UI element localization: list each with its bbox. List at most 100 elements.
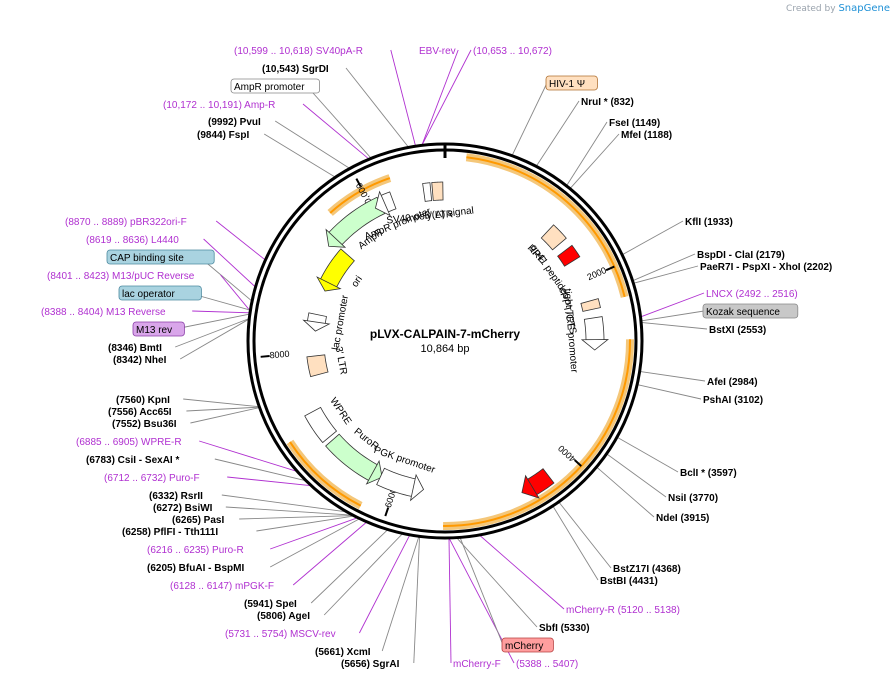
feature-gp41-peptide[interactable] [557,244,581,267]
leader-line [358,534,411,634]
map-label[interactable]: (6265) PasI [172,515,224,526]
feature-ori[interactable] [316,248,355,292]
map-label[interactable]: BstXI (2553) [709,325,766,336]
map-label[interactable]: (6712 .. 6732) Puro-F [104,473,200,484]
leader-line [175,313,250,330]
leader-line [459,537,504,646]
map-label[interactable]: (7560) KpnI [116,395,170,406]
map-label[interactable]: HIV-1 Ψ [549,79,585,90]
map-label[interactable]: NruI * (832) [581,97,634,108]
map-label[interactable]: MfeI (1188) [621,130,672,141]
map-label[interactable]: NsiI (3770) [668,493,718,504]
map-label[interactable]: NdeI (3915) [656,513,709,524]
map-label[interactable]: (5806) AgeI [257,611,310,622]
feature-lac-promoter[interactable] [302,312,331,332]
map-label[interactable]: (6272) BsiWI [153,503,213,514]
map-label[interactable]: (9844) FspI [197,130,249,141]
map-label[interactable]: PaeR7I - PspXI - XhoI (2202) [700,262,832,273]
map-label[interactable]: AfeI (2984) [707,377,758,388]
map-label[interactable]: mCherry [505,641,543,652]
feature-label: WPRE [327,396,353,427]
backbone-outer [246,142,644,540]
map-label[interactable]: (10,653 .. 10,672) [473,46,552,57]
map-label[interactable]: BstBI (4431) [600,576,658,587]
feature-pgk-promoter[interactable] [376,467,425,502]
map-label[interactable]: (6332) RsrII [149,491,203,502]
map-label[interactable]: (8401 .. 8423) M13/pUC Reverse [47,271,195,282]
leader-line [215,220,266,261]
leader-line [183,398,260,408]
leader-line [239,515,354,520]
map-label[interactable]: (10,543) SgrDI [262,64,329,75]
map-label[interactable]: SbfI (5330) [539,623,590,634]
map-label[interactable]: mCherry-F [453,659,501,670]
feature-halo-line [443,339,631,527]
map-label[interactable]: (10,172 .. 10,191) Amp-R [163,100,275,111]
map-label[interactable]: AmpR promoter [234,82,305,93]
leader-line [456,537,538,628]
feature-tight-tre-promoter[interactable] [580,316,610,351]
map-label[interactable]: (7552) Bsu36I [112,419,177,430]
map-label[interactable]: LNCX (2492 .. 2516) [706,289,798,300]
map-label[interactable]: (5731 .. 5754) MSCV-rev [225,629,336,640]
feature-cppt-cts[interactable] [580,298,601,312]
feature-ampr[interactable] [325,196,386,248]
leader-line [511,82,548,156]
tick-label: 8000 [269,349,290,361]
map-label[interactable]: EBV-rev [419,46,456,57]
map-label[interactable]: Kozak sequence [706,307,780,318]
map-label[interactable]: (5661) XcmI [315,647,371,658]
feature-3-ltr-top-[interactable] [431,181,444,201]
map-label[interactable]: (10,599 .. 10,618) SV40pA-R [234,46,363,57]
map-label[interactable]: BstZ17I (4368) [613,564,681,575]
map-label[interactable]: (5656) SgrAI [341,659,400,670]
map-label[interactable]: (6216 .. 6235) Puro-R [147,545,244,556]
feature-kozak-mcherry-arrow[interactable] [521,468,555,499]
map-label[interactable]: (8619 .. 8636) L4440 [86,235,179,246]
map-label[interactable]: (8346) BmtI [108,343,162,354]
map-label[interactable]: KflI (1933) [685,217,733,228]
map-label[interactable]: FseI (1149) [609,118,660,129]
map-label[interactable]: PshAI (3102) [703,395,763,406]
map-label[interactable]: (6258) PflFI - Tth111I [122,527,218,538]
leader-line [479,534,565,610]
label-box [702,303,799,319]
leader-line [270,517,358,550]
leader-line [263,133,336,178]
leader-line [639,370,706,382]
snapgene-credit: Created by SnapGene [786,3,890,14]
map-label[interactable]: (6783) CsiI - SexAI * [86,455,179,466]
map-label[interactable]: mCherry-R (5120 .. 5138) [566,605,680,616]
map-label[interactable]: (6128 .. 6147) mPGK-F [170,581,274,592]
feature-wpre[interactable] [304,406,338,444]
feature-sv40-poly-a-signal[interactable] [422,182,433,202]
map-label[interactable]: BspDI - ClaI (2179) [697,250,785,261]
map-label[interactable]: (7556) Acc65I [108,407,172,418]
feature-puror[interactable] [325,433,383,485]
feature-rre[interactable] [540,224,567,251]
map-label[interactable]: (9992) PvuI [208,117,261,128]
leader-line [413,536,420,664]
map-label[interactable]: lac operator [122,289,175,300]
map-label[interactable]: (5941) SpeI [244,599,297,610]
feature-ampr-promoter[interactable] [374,190,397,217]
map-label[interactable]: (8342) NheI [113,355,167,366]
leader-line [640,292,705,318]
map-label[interactable]: (8388 .. 8404) M13 Reverse [41,307,166,318]
map-label[interactable]: M13 rev [136,325,172,336]
map-label[interactable]: (6205) BfuAI - BspMI [147,563,244,574]
feature-3-ltr-left-[interactable] [306,354,329,378]
map-label[interactable]: (6885 .. 6905) WPRE-R [76,437,182,448]
leader-line [448,537,452,664]
map-label[interactable]: CAP binding site [110,253,184,264]
map-label[interactable]: BclI * (3597) [680,468,737,479]
label-box [106,249,215,265]
leader-line [323,533,404,616]
leader-line [616,436,679,473]
map-label[interactable]: (8870 .. 8889) pBR322ori-F [65,217,187,228]
leader-line [641,322,708,330]
leader-line [310,529,389,604]
map-label[interactable]: (5388 .. 5407) [516,659,578,670]
feature-label: tight TRE promoter [562,288,580,374]
leader-line [606,453,667,498]
